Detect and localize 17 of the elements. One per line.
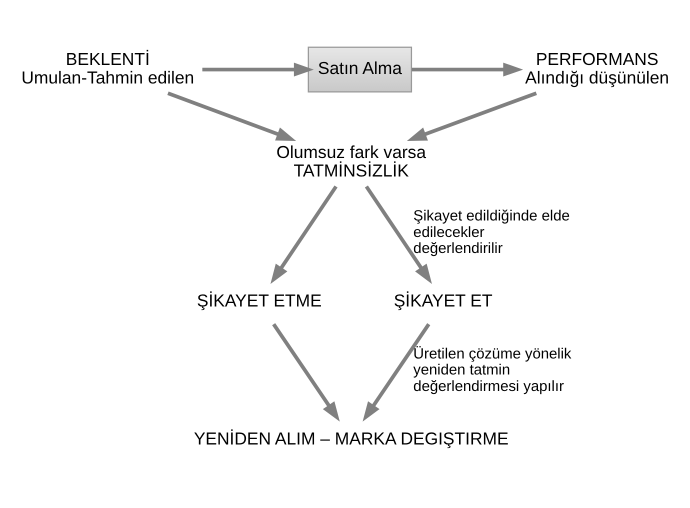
arrow — [270, 185, 338, 284]
node-text: ŞİKAYET ET — [394, 290, 493, 310]
arrow — [202, 62, 314, 77]
arrow — [362, 323, 430, 422]
arrow — [272, 323, 340, 422]
node-text: PERFORMANS Alındığı düşünülen — [525, 48, 670, 88]
edge-label: Üretilen çözüme yönelik yeniden tatmin değerlendirmesi yapılır — [413, 346, 572, 395]
arrow — [412, 62, 524, 77]
arrow — [406, 91, 537, 141]
arrow — [167, 91, 296, 141]
node-box: Satın Alma — [308, 46, 412, 93]
node-text: ŞİKAYET ETME — [196, 290, 322, 310]
node-text: Olumsuz fark varsa TATMİNSİZLİK — [276, 142, 426, 181]
edge-label: Şikayet edildiğinde elde edilecekler değerlendirilir — [413, 208, 570, 257]
arrow — [364, 185, 432, 284]
node-text: BEKLENTİ Umulan-Tahmin edilen — [21, 48, 194, 88]
node-text: YENİDEN ALIM – MARKA DEGIŞTIRME — [194, 428, 509, 448]
